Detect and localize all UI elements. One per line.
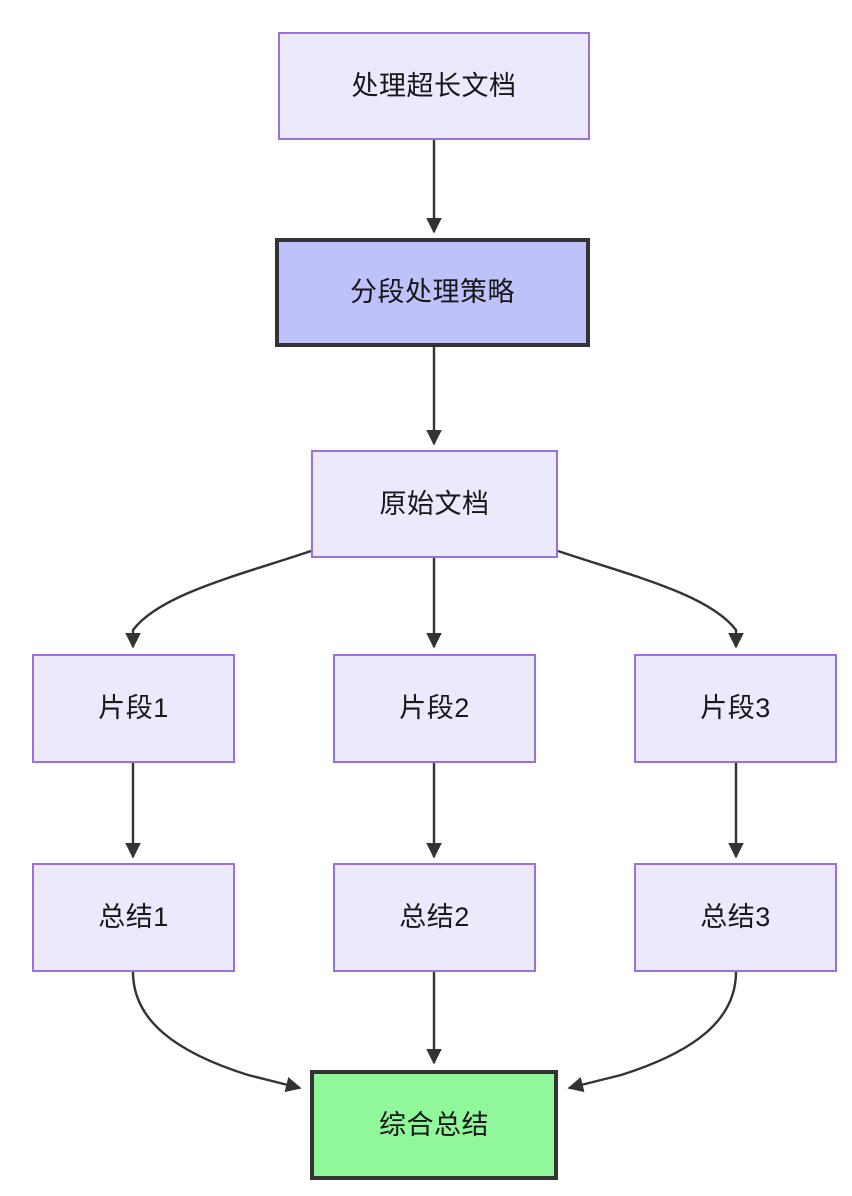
node-chunk2[interactable]: 片段2: [333, 654, 536, 763]
node-final-summary-label: 综合总结: [379, 1109, 489, 1140]
node-chunk3[interactable]: 片段3: [634, 654, 837, 763]
node-summary3-label: 总结3: [700, 902, 771, 933]
node-doc-long[interactable]: 处理超长文档: [278, 32, 590, 140]
node-summary1[interactable]: 总结1: [32, 863, 235, 972]
node-chunk1[interactable]: 片段1: [32, 654, 235, 763]
node-strategy-label: 分段处理策略: [350, 277, 515, 308]
edge-summary1-to-final: [131, 971, 302, 1093]
node-source-doc-label: 原始文档: [379, 488, 490, 519]
node-source-doc[interactable]: 原始文档: [311, 450, 558, 558]
edge-summary3-to-final: [567, 971, 738, 1093]
node-summary2[interactable]: 总结2: [333, 863, 536, 972]
node-doc-long-label: 处理超长文档: [351, 70, 517, 101]
edge-source-doc-to-chunk1: [125, 549, 312, 649]
node-chunk3-label: 片段3: [700, 693, 771, 724]
node-summary3[interactable]: 总结3: [634, 863, 837, 972]
node-final-summary[interactable]: 综合总结: [310, 1070, 558, 1180]
node-strategy[interactable]: 分段处理策略: [275, 238, 590, 347]
node-summary1-label: 总结1: [98, 902, 169, 933]
node-chunk2-label: 片段2: [399, 693, 470, 724]
node-summary2-label: 总结2: [399, 902, 470, 933]
node-chunk1-label: 片段1: [98, 693, 169, 724]
edge-source-doc-to-chunk3: [557, 549, 744, 649]
